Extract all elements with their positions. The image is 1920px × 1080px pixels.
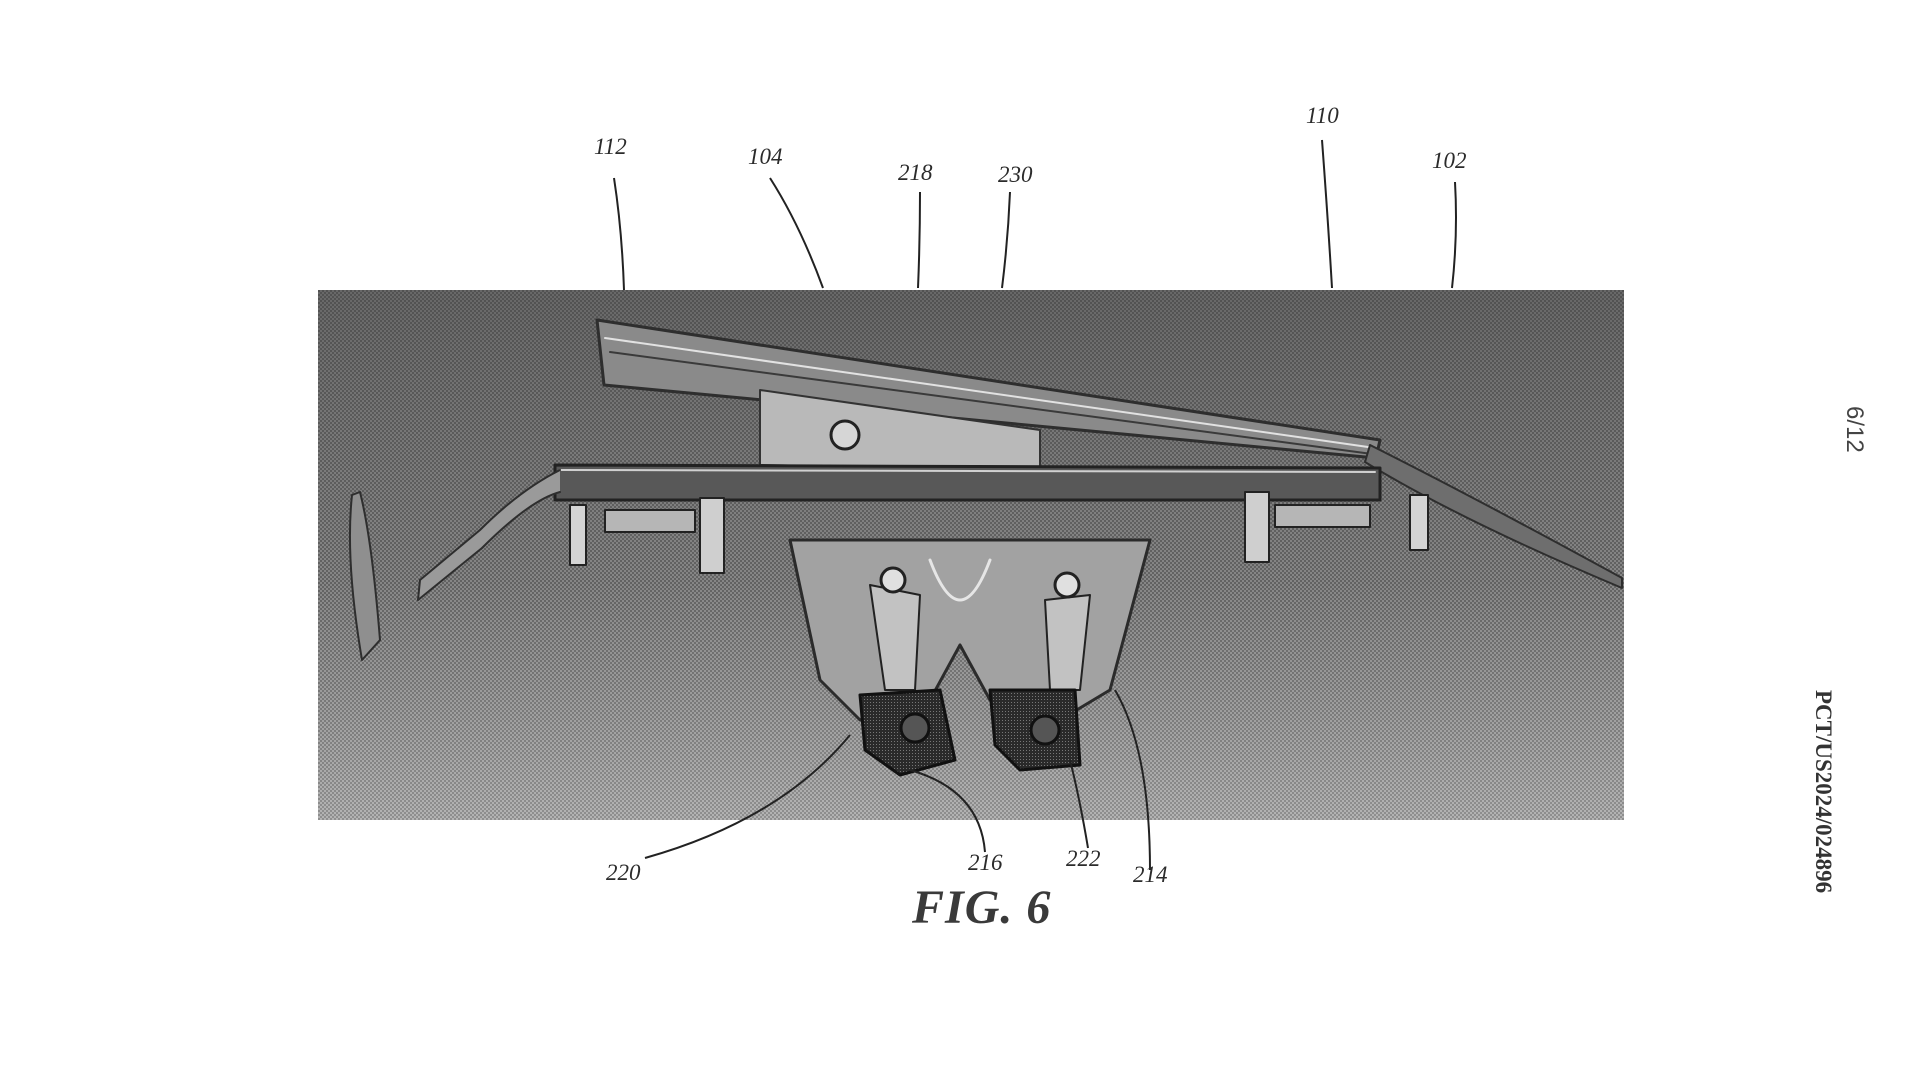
ref-104: 104 [748,144,783,169]
right-piston [1044,594,1091,691]
leader-lines [613,139,1457,871]
ref-230: 230 [998,162,1033,187]
ref-112: 112 [594,134,627,159]
leader-102 [1451,181,1457,289]
leader-214 [1114,689,1151,871]
leader-104 [769,177,824,289]
ref-102: 102 [1432,148,1467,173]
leader-216 [909,769,986,853]
leader-222 [1069,759,1089,849]
leader-112 [613,177,625,291]
figure-title: FIG. 6 [912,881,1052,934]
ref-218: 218 [898,160,933,185]
leader-220 [644,734,851,859]
leader-230 [1001,191,1011,289]
right-clamp [1244,491,1429,563]
ref-214: 214 [1133,862,1168,887]
ref-216: 216 [968,850,1003,875]
apparatus [348,318,1623,777]
left-arm [417,469,561,601]
ref-110: 110 [1306,103,1339,128]
left-piston [869,584,921,691]
leader-218 [917,191,921,289]
ref-220: 220 [606,860,641,885]
left-clamp [569,497,725,574]
leader-110 [1321,139,1333,289]
application-number: PCT/US2024/024896 [1811,690,1836,894]
left-handle [348,491,381,661]
ref-222: 222 [1066,846,1101,871]
sheet-number: 6/12 [1841,406,1868,453]
